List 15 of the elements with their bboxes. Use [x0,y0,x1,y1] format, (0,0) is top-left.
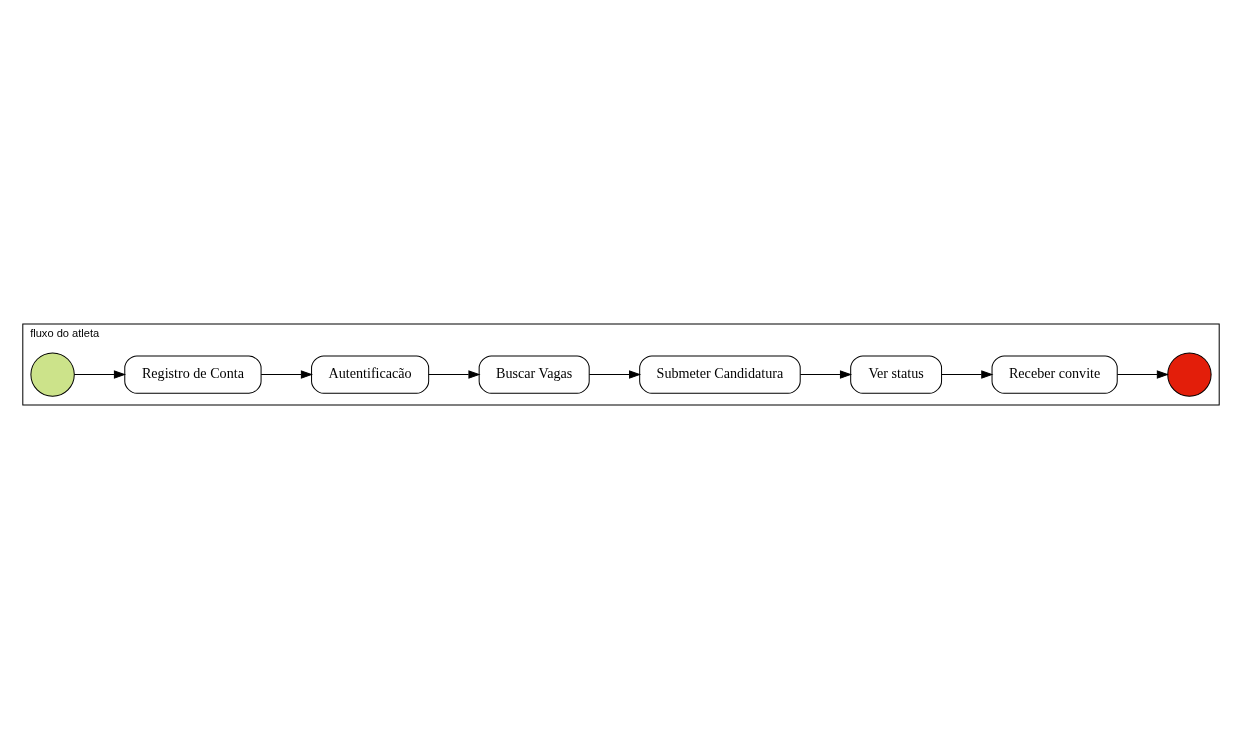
node-box: Autentificacão [310,355,429,394]
node-circle [29,352,75,397]
node-circle [1166,352,1212,397]
arrow [260,370,313,379]
node-box: Ver status [849,355,942,394]
node-box: Receber convite [991,355,1118,394]
arrow [799,370,852,379]
node-box: Buscar Vagas [478,355,590,394]
arrow [73,370,126,379]
node-box: Registro de Conta [123,355,262,394]
arrow [427,370,481,379]
arrow [1116,370,1169,379]
arrow [940,370,993,379]
node-box: Submeter Candidatura [638,355,801,394]
arrow [588,370,641,379]
